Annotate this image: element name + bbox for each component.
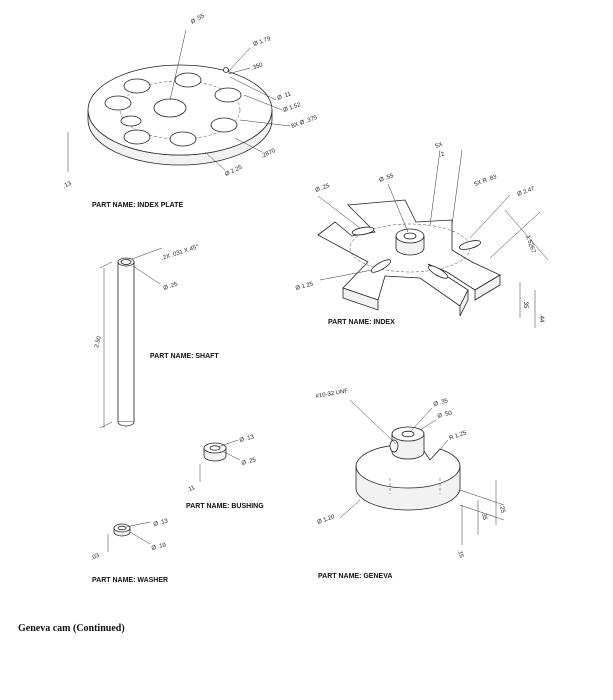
geneva-dim-radius: R 1.25 <box>449 430 468 442</box>
washer-drawing <box>107 521 151 552</box>
geneva-dim-hub-outer: Ø .50 <box>437 410 453 420</box>
geneva-part-name: PART NAME: GENEVA <box>318 573 392 580</box>
geneva-dim-disc-diameter: Ø 1.20 <box>317 514 337 526</box>
index-plate-dim-offset: .350 <box>251 62 265 72</box>
shaft-dim-chamfer: .2X .031 X 45° <box>161 244 200 262</box>
bushing-dim-length: .11 <box>186 485 196 494</box>
shaft-part-name: PART NAME: SHAFT <box>150 353 219 360</box>
index-dim-pin-hole: Ø .25 <box>315 183 331 194</box>
geneva-dim-thread: #10-32 UNF <box>315 388 349 400</box>
index-plate-dim-pin-diameter: Ø 1.79 <box>253 36 273 48</box>
index-dim-lock-diameter: Ø 1.25 <box>295 281 315 292</box>
index-plate-dim-hole-pattern: 8X Ø .375 <box>291 115 319 130</box>
shaft-dim-diameter: Ø .25 <box>163 281 179 291</box>
geneva-dim-hub-diameter: Ø .35 <box>433 398 449 408</box>
geneva-drawing <box>339 399 505 545</box>
index-dim-height: .44 <box>538 314 544 323</box>
geneva-dim-disc-thickness: .25 <box>498 504 505 514</box>
bushing-dim-outer-diameter: Ø .25 <box>241 457 257 467</box>
geneva-dim-step: .15 <box>456 549 464 559</box>
index-plate-drawing <box>67 29 291 172</box>
index-dim-hub-diameter: Ø .55 <box>379 173 395 184</box>
bushing-drawing <box>199 439 241 482</box>
washer-dim-outer-diameter: Ø .19 <box>151 542 167 552</box>
index-plate-dim-small-hole: Ø .11 <box>277 91 293 102</box>
shaft-dim-length: 2.50 <box>94 335 103 348</box>
washer-dim-thickness: .03 <box>90 553 101 562</box>
index-plate-dim-center-hole: Ø .55 <box>190 13 206 26</box>
index-plate-part-name: PART NAME: INDEX PLATE <box>92 202 183 209</box>
index-dim-thickness: .35 <box>522 300 528 309</box>
washer-dim-inner-diameter: Ø .13 <box>153 518 169 528</box>
index-dim-slot-count: 5X <box>435 142 444 150</box>
shaft-drawing <box>99 247 163 429</box>
index-part-name: PART NAME: INDEX <box>328 319 395 326</box>
index-dim-outer-diameter: Ø 2.47 <box>517 186 537 198</box>
index-plate-dim-outer-diameter: Ø 2.25 <box>224 164 243 177</box>
index-plate-dim-bolt-circle: Ø 1.52 <box>283 102 303 114</box>
index-dim-slot-width: .2 <box>439 151 446 159</box>
index-dim-slot-radius: 5X R .83 <box>474 174 499 188</box>
geneva-dim-total-height: .35 <box>480 511 487 521</box>
index-plate-dim-spacing: .2870 <box>260 148 277 160</box>
bushing-dim-inner-diameter: Ø .13 <box>239 434 255 444</box>
bushing-part-name: PART NAME: BUSHING <box>186 503 264 510</box>
figure-caption: Geneva cam (Continued) <box>18 623 125 634</box>
washer-part-name: PART NAME: WASHER <box>92 577 168 584</box>
index-plate-dim-thickness: .13 <box>62 181 73 190</box>
index-drawing <box>317 149 549 328</box>
